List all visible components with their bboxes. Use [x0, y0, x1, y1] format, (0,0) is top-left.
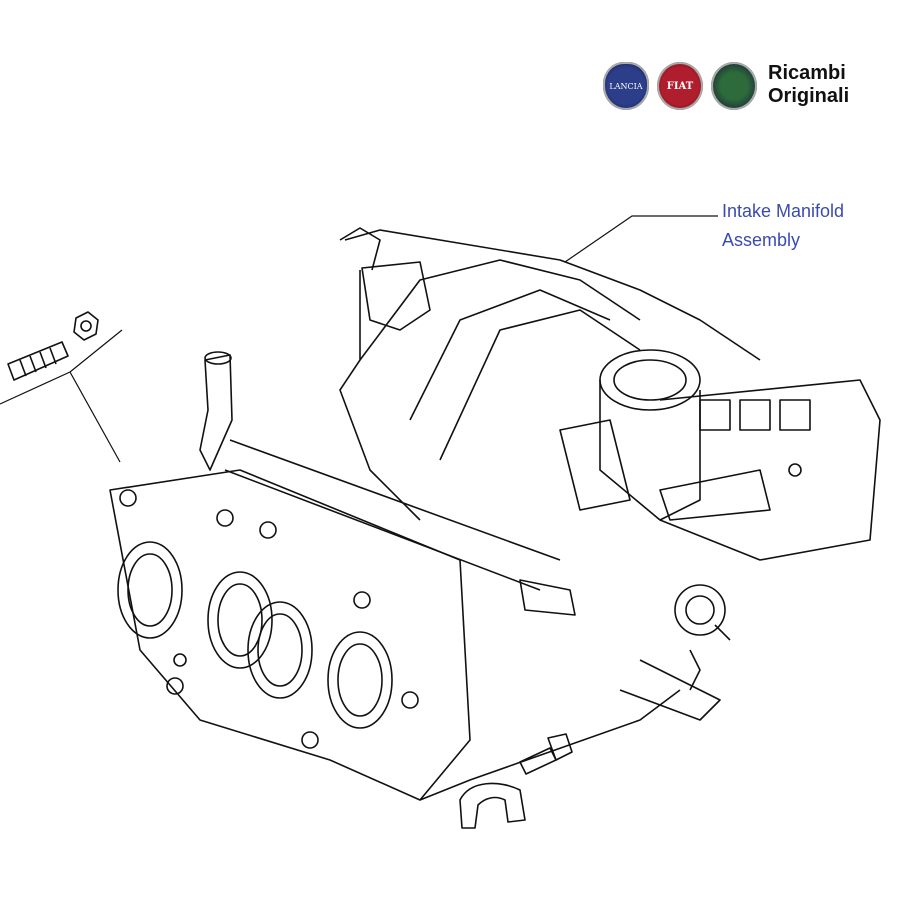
intake-runners: [339, 227, 761, 521]
bracket: [459, 782, 526, 829]
lancia-logo: LANCIA: [603, 62, 649, 110]
mounting-bolt: [519, 733, 573, 775]
stud-and-nut: [0, 311, 123, 463]
brand-title-line1: Ricambi: [768, 62, 846, 84]
part-callout-label: Intake Manifold Assembly: [722, 197, 844, 255]
throttle-body: [599, 349, 881, 561]
lower-rail: [419, 689, 681, 801]
brand-title: Ricambi Originali: [768, 62, 849, 108]
coolant-pipe: [199, 351, 561, 591]
sensor-connector: [519, 419, 731, 721]
alfa-romeo-logo: [711, 62, 757, 110]
callout-leader-line: [564, 215, 718, 263]
lancia-logo-text: LANCIA: [609, 81, 643, 91]
brand-title-line2: Originali: [768, 85, 850, 107]
manifold-flange: [109, 469, 471, 801]
callout-line2: Assembly: [722, 230, 801, 250]
fiat-logo-text: FIAT: [666, 80, 694, 92]
callout-line1: Intake Manifold: [722, 201, 845, 221]
fiat-logo: FIAT: [657, 62, 703, 110]
